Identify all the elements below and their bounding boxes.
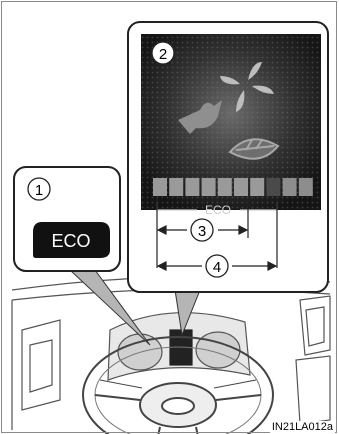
- eco-segment: [299, 178, 313, 196]
- eco-segment: [202, 178, 216, 196]
- callout-1-number: 1: [35, 182, 43, 199]
- eco-segment: [153, 178, 167, 196]
- eco-bar-label: ECO: [205, 203, 231, 217]
- eco-segment: [266, 178, 280, 196]
- callout-4-number: 4: [213, 259, 221, 276]
- callout-3-number: 3: [198, 223, 206, 240]
- eco-segment: [283, 178, 297, 196]
- reference-code: IN21LA012a: [270, 421, 335, 433]
- eco-segment: [250, 178, 264, 196]
- eco-indicator-label: ECO: [51, 231, 90, 251]
- eco-segment: [169, 178, 183, 196]
- eco-segment: [234, 178, 248, 196]
- eco-segment: [185, 178, 199, 196]
- eco-segment: [218, 178, 232, 196]
- callout-2-number: 2: [159, 46, 167, 63]
